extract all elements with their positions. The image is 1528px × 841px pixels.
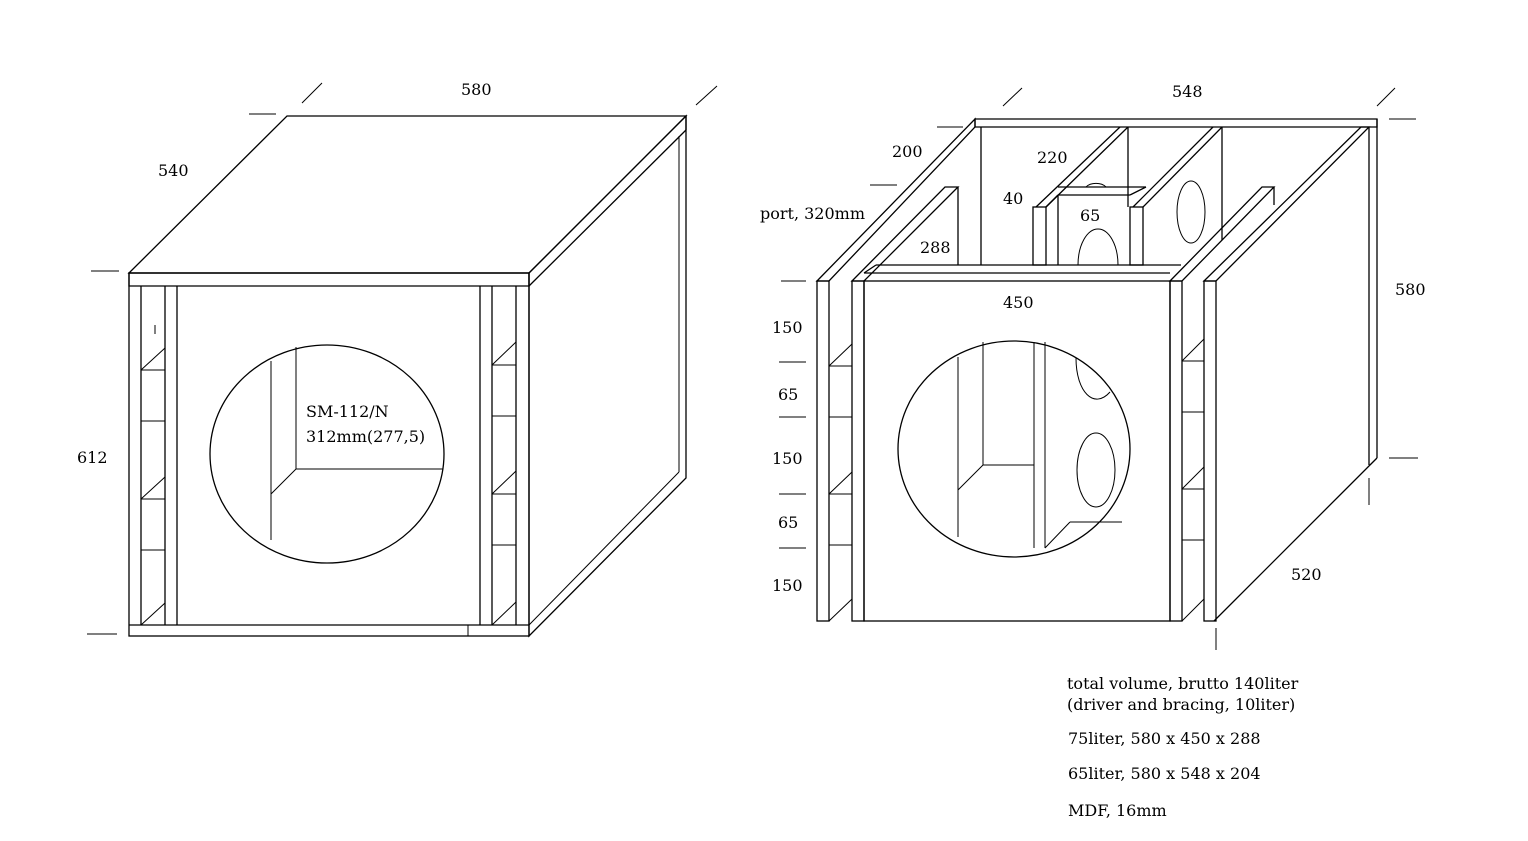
side-bracing-2: 65 [778,385,798,404]
side-bracing-4: 65 [778,513,798,532]
right-width-label: 548 [1172,82,1203,101]
left-box-front-face [128,272,530,637]
left-depth-label: 540 [158,161,189,180]
driver-size-label: 312mm(277,5) [306,427,425,446]
left-box: 580 540 612 SM-112/N 312mm(277,5) [77,80,718,638]
driver-model-label: SM-112/N [306,402,389,421]
right-box-driver-cutout [897,340,1131,558]
side-bracing-1: 150 [772,318,803,337]
left-box-top-panel-back-edge [528,129,687,287]
notes: total volume, brutto 140liter (driver an… [1067,674,1299,820]
right-height-label: 580 [1395,280,1426,299]
port-length-label: 288 [920,238,951,257]
side-bracing-5: 150 [772,576,803,595]
port-depth-label: 200 [892,142,923,161]
left-box-top-face [127,115,688,274]
right-box-front-baffle [863,280,1171,622]
brace-height-label: 65 [1080,206,1100,225]
right-box-back-brace-hole [1176,180,1206,244]
left-box-side-face [528,114,687,638]
left-width-label: 580 [461,80,492,99]
note-65liter: 65liter, 580 x 548 x 204 [1068,764,1261,783]
right-depth-label: 520 [1291,565,1322,584]
note-driver-bracing: (driver and bracing, 10liter) [1067,695,1295,714]
left-height-label: 612 [77,448,108,467]
port-length-note: port, 320mm [760,204,865,223]
note-material: MDF, 16mm [1068,801,1167,820]
brace-label: 40 [1003,189,1023,208]
note-75liter: 75liter, 580 x 450 x 288 [1068,729,1261,748]
left-box-top-panel-edge [128,272,530,287]
port-width-label: 220 [1037,148,1068,167]
note-total-volume: total volume, brutto 140liter [1067,674,1299,693]
left-box-driver-cutout [209,344,445,564]
right-box-back-top-edge [974,118,1378,128]
right-box: 548 200 220 40 65 port, 320mm 288 450 58… [760,82,1426,650]
side-bracing-3: 150 [772,449,803,468]
inner-width-label: 450 [1003,293,1034,312]
